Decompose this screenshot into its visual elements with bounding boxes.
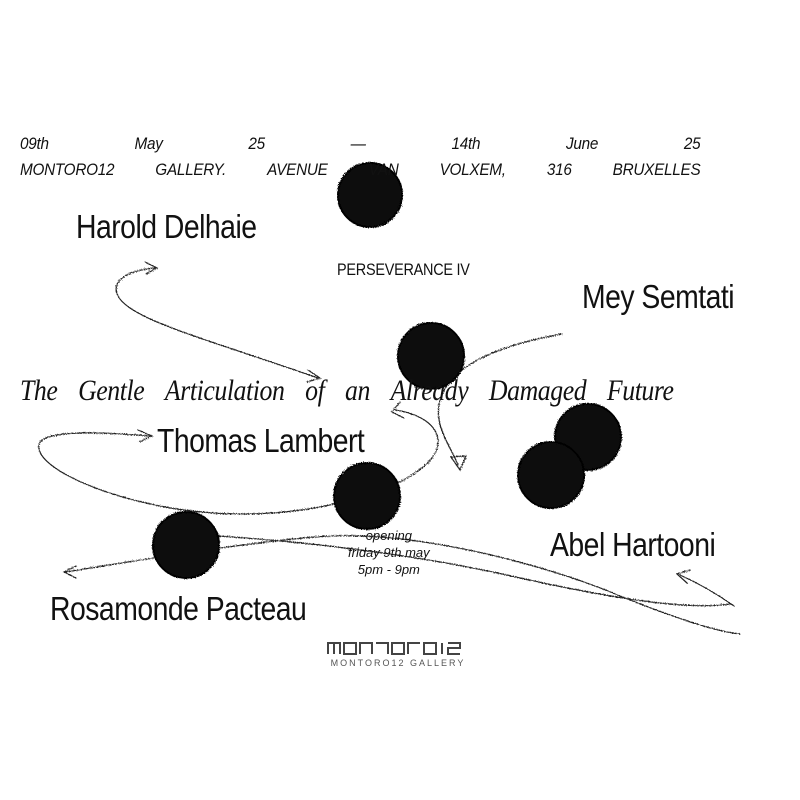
dot-center: [397, 322, 465, 390]
venue-word: BRUXELLES: [612, 160, 701, 179]
date-start-month: May: [134, 134, 163, 153]
arrowhead-rosamonde: [62, 565, 77, 579]
arrowhead-abel: [675, 569, 691, 584]
date-end-month: June: [565, 134, 599, 153]
venue-word: 316: [546, 160, 572, 179]
title-word: Future: [606, 374, 674, 407]
line-abel: [679, 574, 735, 607]
dot-left: [152, 511, 220, 579]
artist-harold: Harold Delhaie: [76, 208, 257, 245]
date-end-year: 25: [683, 134, 701, 153]
title-word: Gentle: [78, 374, 145, 407]
venue-word: AVENUE: [267, 160, 328, 179]
arrowhead-thomas: [137, 429, 154, 443]
date-start-day: 09th: [20, 134, 49, 153]
artist-mey: Mey Semtati: [582, 278, 735, 315]
dates-row: 09th May 25 — 14th June 25: [20, 134, 701, 154]
date-start-year: 25: [248, 134, 265, 153]
venue-word: GALLERY.: [155, 160, 227, 179]
gallery-logo-mark: [327, 642, 461, 655]
title-word: Damaged: [488, 374, 587, 407]
title-word: The: [20, 374, 58, 407]
line-harold: [115, 267, 319, 379]
opening-time: 5pm - 9pm: [357, 562, 420, 577]
arrowhead-harold: [144, 261, 159, 275]
title-word: Articulation: [164, 374, 285, 407]
dot-top: [337, 162, 403, 228]
line-sweep: [184, 533, 731, 607]
venue-word: VOLXEM,: [439, 160, 506, 179]
title-word: an: [344, 374, 370, 407]
arrowhead-loop: [391, 401, 405, 419]
title-word: of: [305, 374, 325, 407]
dot-right-lower: [517, 441, 585, 509]
artist-abel: Abel Hartooni: [550, 526, 716, 563]
venue-word: VAN: [368, 160, 399, 179]
opening-label: opening: [365, 528, 412, 543]
arrowhead-mey: [449, 455, 467, 472]
work-title: PERSEVERANCE IV: [337, 260, 470, 279]
date-end-day: 14th: [451, 134, 481, 153]
artist-rosamonde: Rosamonde Pacteau: [50, 590, 307, 627]
opening-date: friday 9th may: [348, 545, 430, 560]
line-thomas: [38, 409, 439, 515]
opening-info: opening friday 9th may 5pm - 9pm: [348, 527, 430, 578]
venue-word: MONTORO12: [20, 160, 115, 179]
gallery-logo-text: MONTORO12 GALLERY: [330, 658, 466, 668]
date-dash: —: [350, 134, 366, 153]
exhibition-title: The Gentle Articulation of an Already Da…: [20, 374, 674, 408]
arrowhead-center: [306, 369, 322, 383]
venue-row: MONTORO12 GALLERY. AVENUE VAN VOLXEM, 31…: [20, 160, 701, 180]
title-word: Already: [390, 374, 469, 407]
line-mey: [437, 333, 563, 466]
dot-middle: [333, 462, 401, 530]
artist-thomas: Thomas Lambert: [157, 422, 365, 459]
gallery-logo: MONTORO12 GALLERY: [326, 640, 470, 668]
